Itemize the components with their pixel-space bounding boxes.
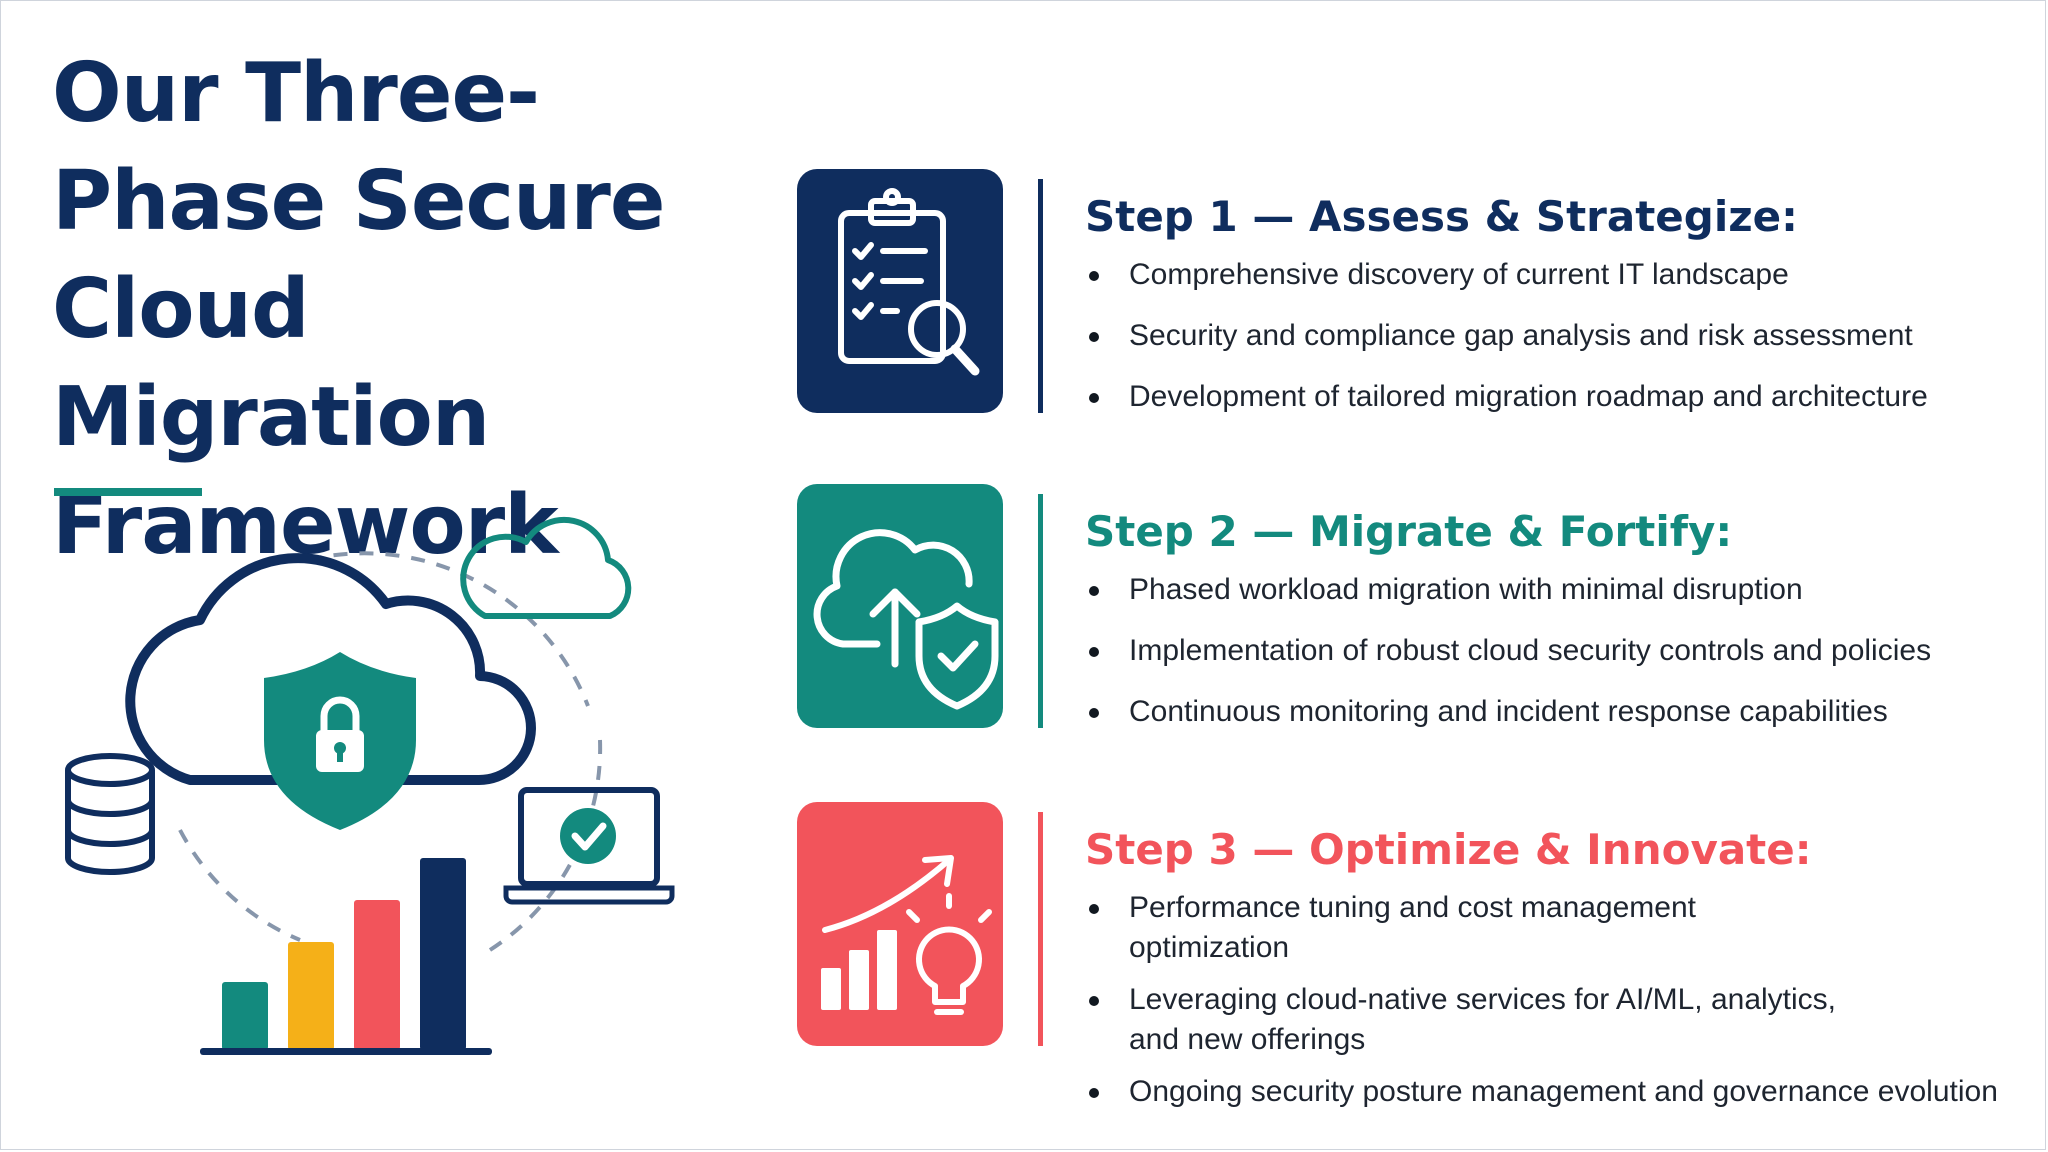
laptop-check-icon bbox=[503, 787, 675, 905]
database-icon bbox=[65, 753, 155, 875]
list-item: Comprehensive discovery of current IT la… bbox=[1085, 255, 1965, 295]
cloud-upload-shield-icon bbox=[797, 484, 1003, 728]
list-item: Leveraging cloud-native services for AI/… bbox=[1085, 980, 1845, 1060]
bar-chart-icon bbox=[200, 858, 492, 1055]
list-item: Continuous monitoring and incident respo… bbox=[1085, 692, 1965, 732]
step-heading: Step 2 — Migrate & Fortify: bbox=[1085, 507, 1733, 556]
step-divider bbox=[1038, 179, 1043, 413]
list-item: Security and compliance gap analysis and… bbox=[1085, 316, 1965, 356]
list-item: Implementation of robust cloud security … bbox=[1085, 631, 1965, 671]
title-underline bbox=[54, 488, 202, 496]
cloud-security-illustration bbox=[65, 516, 675, 1055]
step-heading: Step 1 — Assess & Strategize: bbox=[1085, 192, 1798, 241]
list-item: Phased workload migration with minimal d… bbox=[1085, 570, 1965, 610]
list-item: Ongoing security posture management and … bbox=[1085, 1072, 2048, 1112]
small-cloud-icon bbox=[460, 516, 632, 619]
dashed-orbit bbox=[488, 739, 603, 952]
bullet-list: Comprehensive discovery of current IT la… bbox=[1085, 255, 1965, 438]
clipboard-checklist-magnifier-icon bbox=[797, 169, 1003, 413]
dashed-orbit bbox=[307, 551, 590, 707]
growth-chart-lightbulb-icon bbox=[797, 802, 1003, 1046]
list-item: Development of tailored migration roadma… bbox=[1085, 377, 1965, 417]
step-heading: Step 3 — Optimize & Innovate: bbox=[1085, 825, 1812, 874]
list-item: Performance tuning and cost management o… bbox=[1085, 888, 1845, 968]
page-title: Our Three-Phase Secure Cloud Migration F… bbox=[52, 46, 666, 573]
bullet-list: Performance tuning and cost management o… bbox=[1085, 888, 1998, 1124]
step-divider bbox=[1038, 812, 1043, 1046]
secure-cloud-icon bbox=[125, 553, 536, 786]
step-divider bbox=[1038, 494, 1043, 728]
padlock-shield-icon bbox=[264, 652, 416, 830]
bullet-list: Phased workload migration with minimal d… bbox=[1085, 570, 1965, 753]
dashed-orbit bbox=[178, 829, 301, 942]
